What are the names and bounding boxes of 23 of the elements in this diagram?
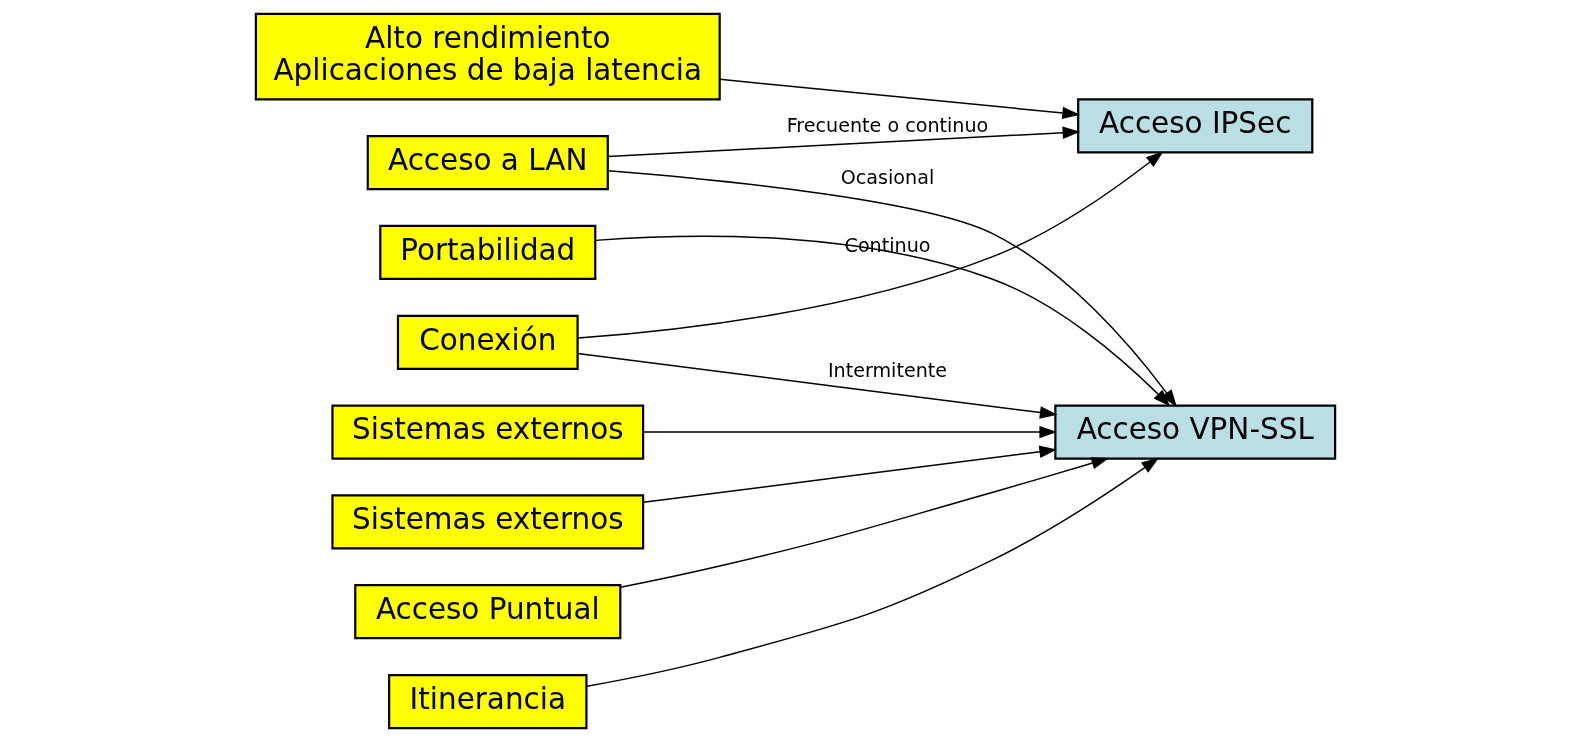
edge-label: Intermitente — [827, 358, 948, 382]
node-box: Conexión — [396, 314, 579, 370]
arrow — [642, 445, 1058, 503]
arrow — [577, 151, 1164, 339]
arrow — [586, 457, 1160, 687]
node-box: Alto rendimiento Aplicaciones de baja latencia — [254, 12, 721, 101]
node-box: Portabilidad — [379, 224, 597, 281]
node-box: Acceso VPN-SSL — [1054, 404, 1337, 460]
node-box: Sistemas externos — [331, 494, 645, 550]
node-box: Sistemas externos — [331, 404, 645, 460]
arrow — [594, 235, 1171, 407]
node-box: Acceso Puntual — [354, 584, 622, 640]
arrow — [719, 78, 1080, 120]
node-box: Acceso a LAN — [366, 135, 609, 191]
arrow — [577, 352, 1058, 419]
node-box: Itinerancia — [388, 673, 588, 730]
arrow — [607, 126, 1081, 158]
edge-label: Frecuente o continuo — [786, 114, 989, 138]
edge-label: Continuo — [844, 233, 931, 257]
edge-label: Ocasional — [840, 165, 935, 189]
node-box: Acceso IPSec — [1077, 98, 1314, 154]
arrow — [619, 457, 1110, 589]
arrow — [642, 425, 1058, 439]
